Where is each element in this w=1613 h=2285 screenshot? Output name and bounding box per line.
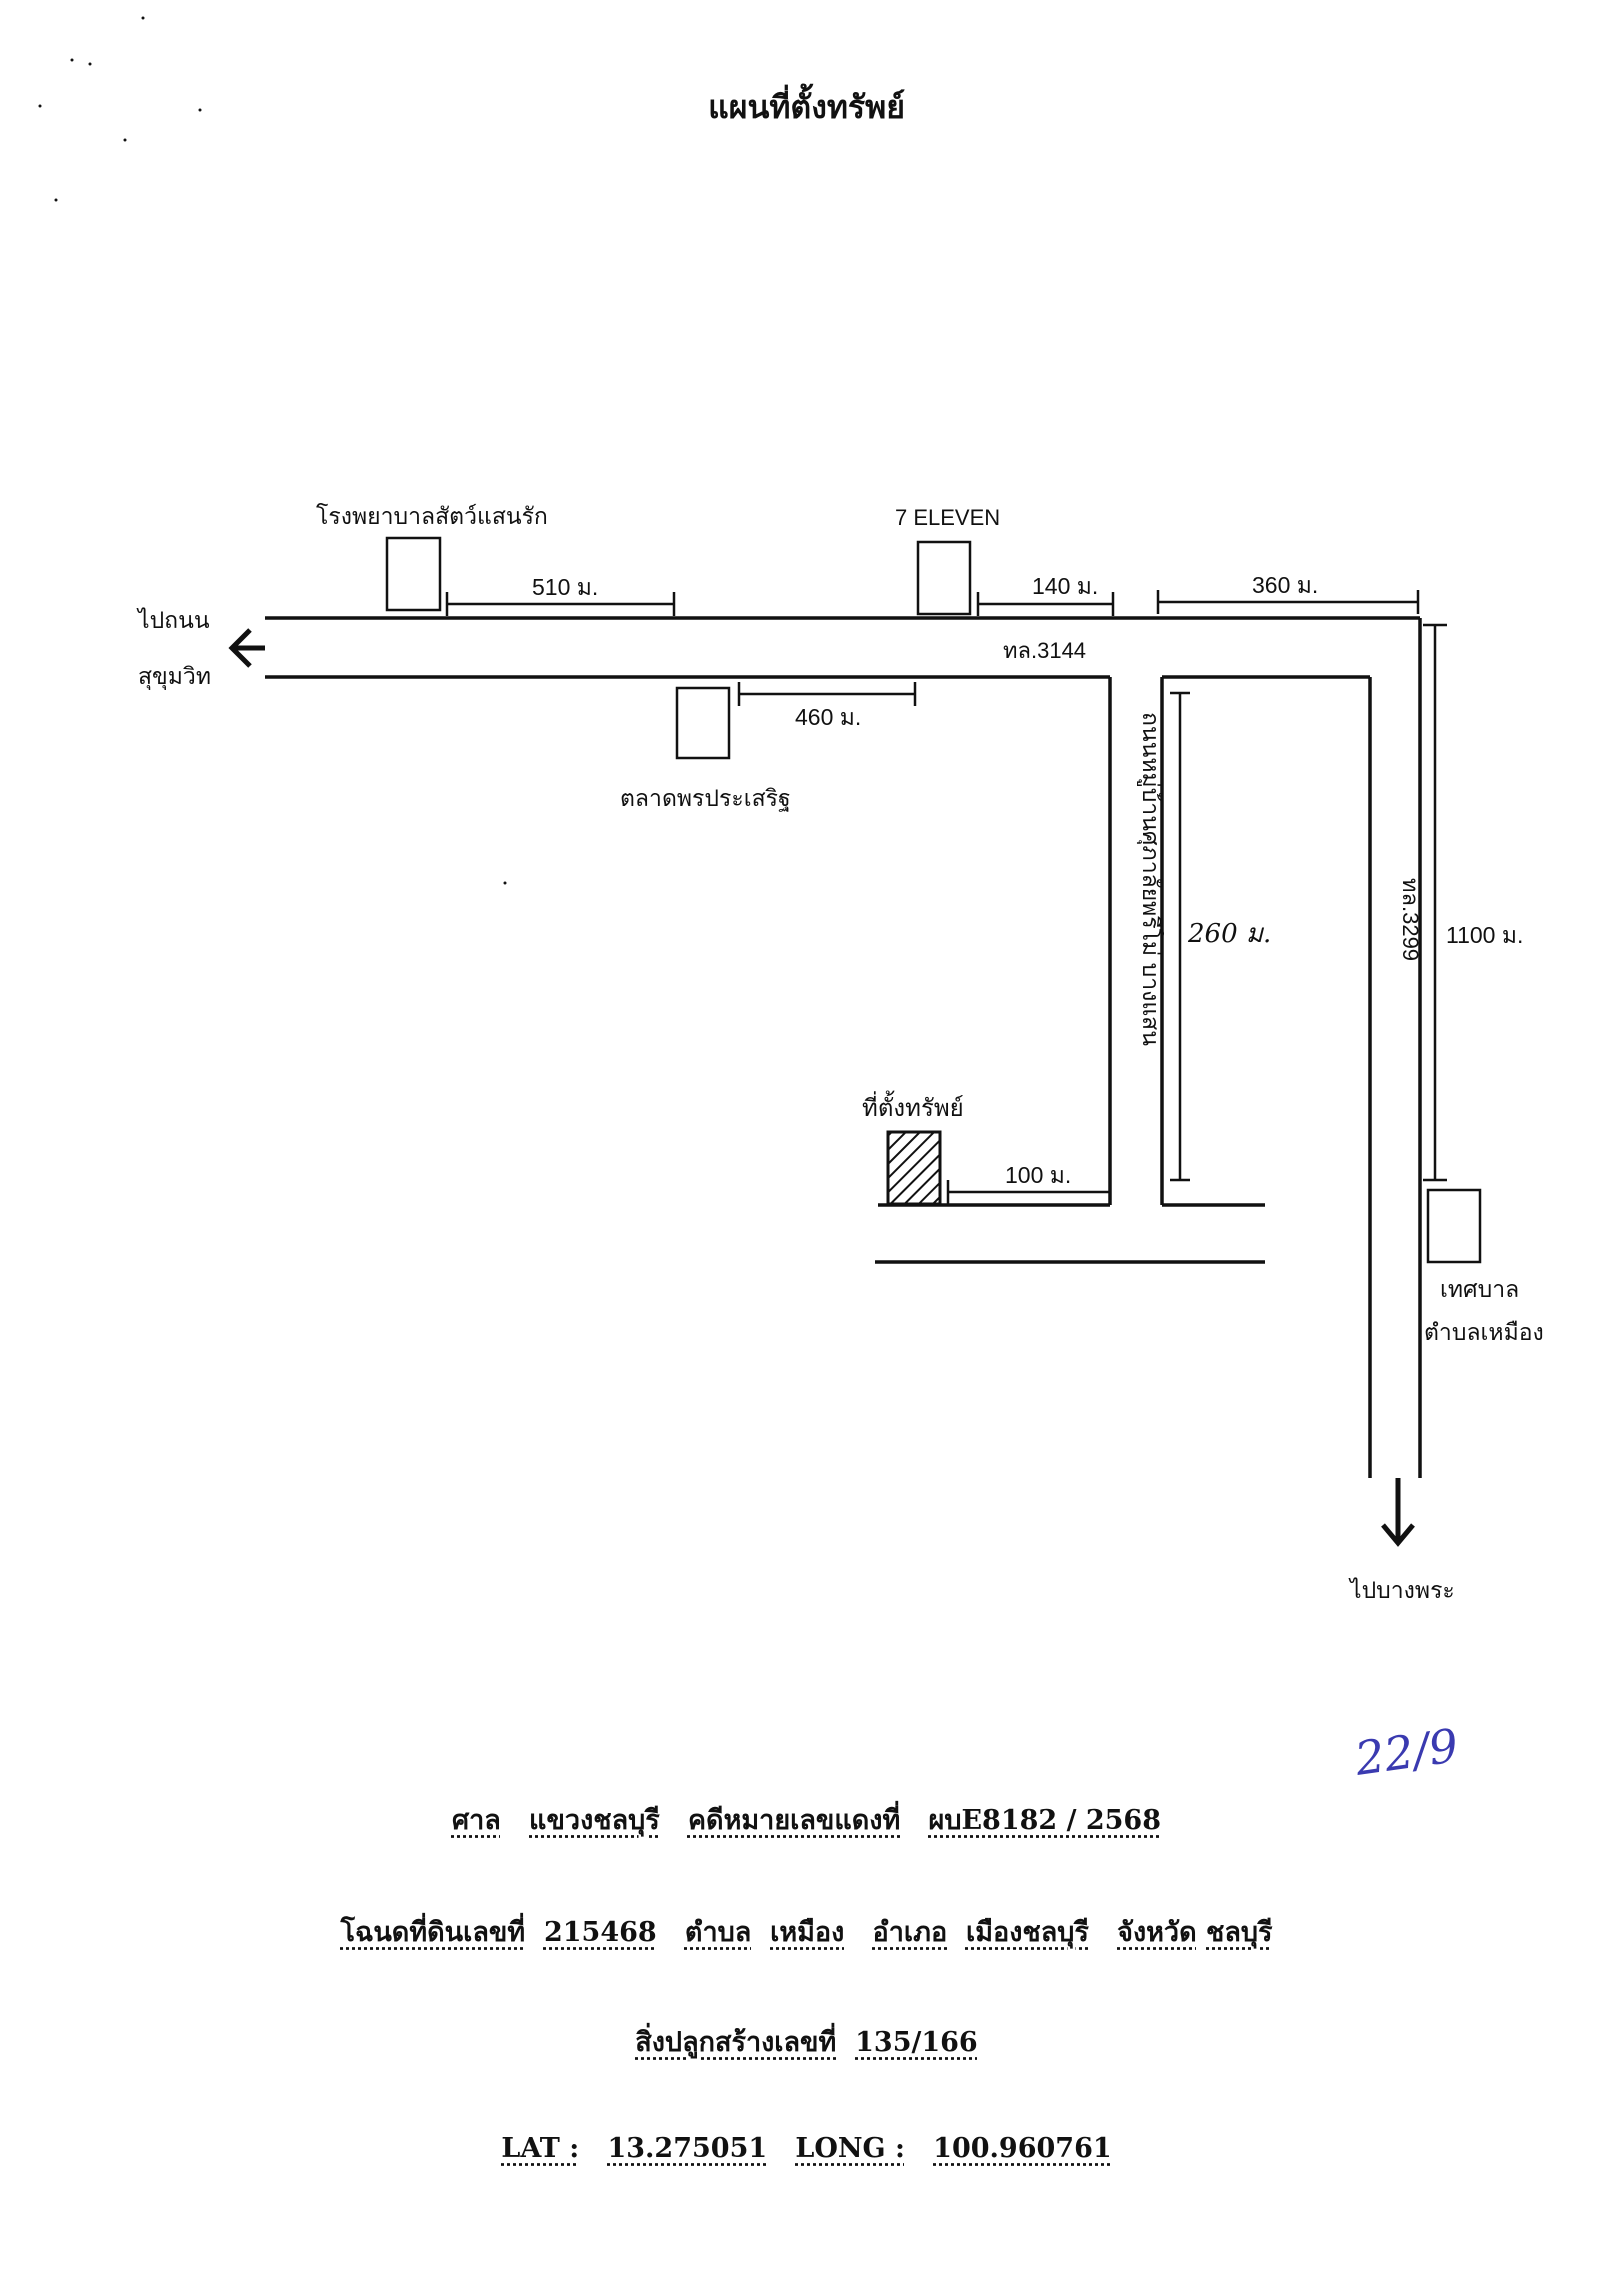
road-3299-label: ทล.3299: [1398, 878, 1423, 961]
long-value: 100.960761: [933, 2133, 1112, 2164]
footer-deed-line: โฉนดที่ดินเลขที่ 215468 ตำบล เหมือง อำเภ…: [0, 1910, 1613, 1953]
lat-label: LAT :: [501, 2133, 580, 2164]
dimension-140: [976, 592, 1115, 616]
road-3144-label: ทล.3144: [1003, 638, 1086, 663]
long-label: LONG :: [795, 2133, 905, 2164]
direction-bang-phra: ไปบางพระ: [1348, 1577, 1455, 1603]
court-label: ศาล: [451, 1805, 501, 1836]
distance-140-label: 140 ม.: [1032, 573, 1098, 599]
dimension-100: [946, 1180, 1112, 1204]
dimension-360: [1156, 590, 1420, 614]
dimension-1100: [1423, 623, 1447, 1182]
municipality-label-line2: ตำบลเหมือง: [1424, 1319, 1544, 1345]
property-location-map: ไปถนน สุขุมวิท ไปบางพระ โรงพยาบาลสัตว์แส…: [38, 16, 1544, 1603]
seven-eleven-label: 7 ELEVEN: [895, 505, 1000, 530]
subdistrict-value: เหมือง: [770, 1917, 845, 1948]
village-road: [875, 675, 1370, 1264]
page-title: แผนที่ตั้งทรัพย์: [708, 88, 905, 126]
subdistrict-label: ตำบล: [684, 1917, 752, 1948]
dimension-510: [445, 592, 676, 616]
direction-sukhumvit-line1: ไปถนน: [136, 607, 210, 633]
case-label: คดีหมายเลขแดงที่: [687, 1805, 901, 1836]
village-road-label: ถนนหมู่บ้านศุภาลัยพรีโม่ บางแสน: [1137, 712, 1164, 1046]
deed-value: 215468: [543, 1917, 657, 1948]
dimension-460: [737, 682, 917, 706]
arrow-left-icon: [228, 628, 265, 668]
building-label: สิ่งปลูกสร้างเลขที่: [635, 2027, 837, 2058]
court-value: แขวงชลบุรี: [529, 1805, 660, 1836]
case-value: ผบE8182 / 2568: [928, 1805, 1162, 1836]
footer-building-line: สิ่งปลูกสร้างเลขที่ 135/166: [0, 2020, 1613, 2063]
seven-eleven-building: [916, 540, 972, 616]
market-label: ตลาดพรประเสริฐ: [620, 785, 791, 812]
handwritten-note: 22/9: [1351, 1718, 1462, 1786]
footer-court-line: ศาล แขวงชลบุรี คดีหมายเลขแดงที่ ผบE8182 …: [0, 1798, 1613, 1841]
lat-value: 13.275051: [607, 2133, 768, 2164]
scan-specks: [38, 16, 507, 885]
distance-100-label: 100 ม.: [1005, 1162, 1071, 1188]
district-value: เมืองชลบุรี: [965, 1917, 1089, 1948]
property-marker: [886, 1130, 942, 1206]
property-label: ที่ตั้งทรัพย์: [862, 1090, 964, 1122]
vet-hospital-label: โรงพยาบาลสัตว์แสนรัก: [316, 503, 548, 529]
road-3144: [265, 616, 1420, 679]
market-building: [675, 686, 731, 760]
municipality-building: [1426, 1188, 1482, 1264]
arrow-down-icon: [1381, 1478, 1415, 1547]
direction-sukhumvit-line2: สุขุมวิท: [138, 663, 211, 690]
municipality-label-line1: เทศบาล: [1440, 1276, 1519, 1302]
footer-coordinates-line: LAT : 13.275051 LONG : 100.960761: [0, 2133, 1613, 2164]
distance-460-label: 460 ม.: [795, 704, 861, 730]
road-3299: [1368, 618, 1422, 1478]
distance-1100-label: 1100 ม.: [1446, 922, 1523, 948]
vet-hospital-building: [385, 536, 442, 612]
distance-260-label: 260 ม.: [1187, 919, 1271, 949]
deed-label: โฉนดที่ดินเลขที่: [340, 1917, 526, 1948]
distance-510-label: 510 ม.: [532, 574, 598, 600]
province-label: จังหวัด: [1117, 1917, 1197, 1948]
distance-360-label: 360 ม.: [1252, 572, 1318, 598]
building-value: 135/166: [855, 2027, 978, 2058]
dimension-260: [1170, 691, 1190, 1182]
province-value: ชลบุรี: [1206, 1917, 1273, 1948]
district-label: อำเภอ: [872, 1917, 948, 1948]
